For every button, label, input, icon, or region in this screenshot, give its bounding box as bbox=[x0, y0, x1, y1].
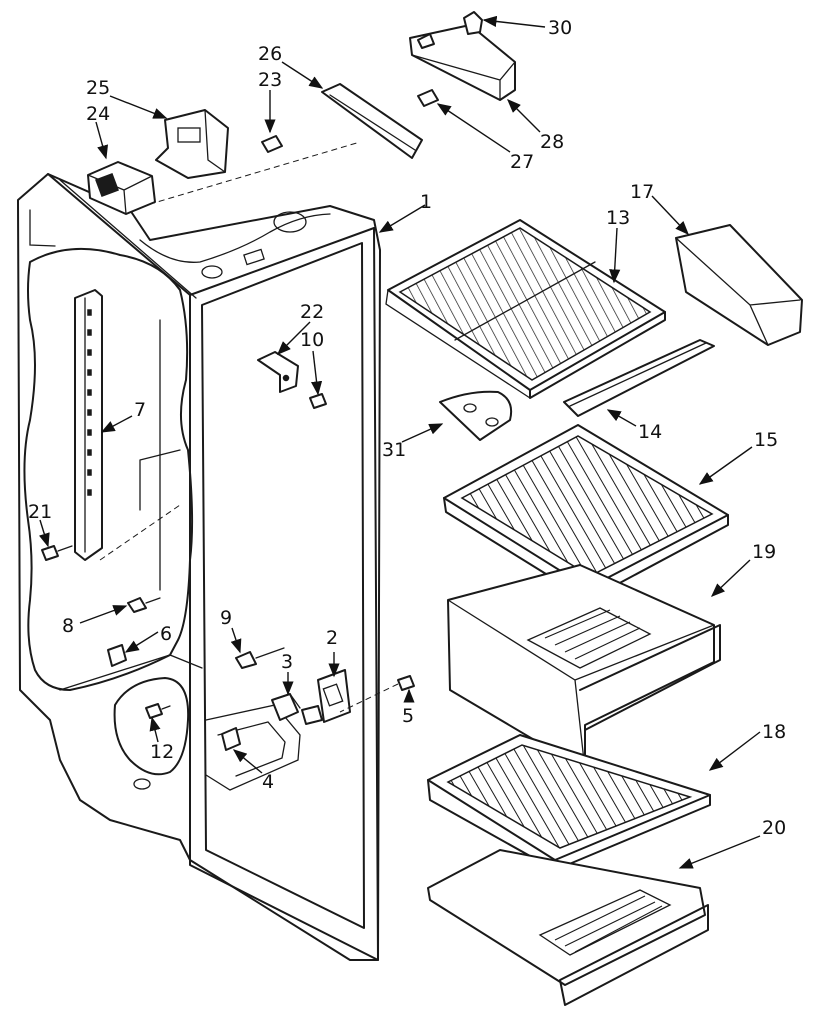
light-shield-25 bbox=[155, 109, 229, 179]
callout-28: 28 bbox=[540, 131, 564, 153]
light-socket-bracket-28 bbox=[409, 24, 516, 101]
callout-3: 3 bbox=[281, 651, 293, 673]
callout-12: 12 bbox=[150, 741, 174, 763]
screw-12 bbox=[145, 703, 171, 719]
callout-18: 18 bbox=[762, 721, 786, 743]
callout-15: 15 bbox=[754, 429, 778, 451]
callout-5: 5 bbox=[402, 705, 414, 727]
light-socket-30 bbox=[463, 11, 483, 35]
screw-9 bbox=[235, 647, 285, 669]
callout-6: 6 bbox=[160, 623, 172, 645]
callout-19: 19 bbox=[752, 541, 776, 563]
crisper-cover-18 bbox=[427, 734, 711, 871]
callout-21: 21 bbox=[28, 501, 52, 523]
meat-drawer-20 bbox=[427, 849, 709, 1006]
screw-23 bbox=[261, 135, 283, 153]
clip-6 bbox=[107, 644, 127, 667]
callout-24: 24 bbox=[86, 103, 110, 125]
callout-26: 26 bbox=[258, 43, 282, 65]
shelf-divider-14 bbox=[563, 339, 715, 417]
callout-25: 25 bbox=[86, 77, 110, 99]
callout-13: 13 bbox=[606, 207, 630, 229]
screw-10 bbox=[309, 393, 327, 409]
callout-1: 1 bbox=[420, 191, 432, 213]
screw-8 bbox=[127, 597, 161, 613]
hinge-bracket-3 bbox=[271, 693, 301, 721]
callout-30: 30 bbox=[548, 17, 572, 39]
door-bin-17 bbox=[675, 224, 803, 346]
callout-labels: 1 2 3 4 5 6 7 8 9 10 12 13 14 15 17 18 1… bbox=[28, 17, 786, 839]
callout-8: 8 bbox=[62, 615, 74, 637]
callout-2: 2 bbox=[326, 627, 338, 649]
light-bracket-26 bbox=[321, 83, 423, 159]
refrigerator-cabinet bbox=[17, 141, 381, 961]
callout-17: 17 bbox=[630, 181, 654, 203]
callout-14: 14 bbox=[638, 421, 662, 443]
crisper-drawer-19 bbox=[447, 564, 721, 771]
callout-22: 22 bbox=[300, 301, 324, 323]
bracket-22 bbox=[257, 351, 299, 393]
callout-20: 20 bbox=[762, 817, 786, 839]
callout-leaders bbox=[38, 15, 761, 869]
light-housing-24 bbox=[87, 161, 156, 215]
screw-5 bbox=[339, 675, 415, 713]
callout-9: 9 bbox=[220, 607, 232, 629]
wire-shelf-13 bbox=[385, 219, 666, 399]
shelf-support-31 bbox=[439, 390, 513, 441]
callout-4: 4 bbox=[262, 771, 274, 793]
clip-4 bbox=[221, 727, 241, 751]
hinge-2 bbox=[301, 669, 351, 725]
callout-10: 10 bbox=[300, 329, 324, 351]
screw-21 bbox=[41, 545, 73, 561]
callout-31: 31 bbox=[382, 439, 406, 461]
callout-7: 7 bbox=[134, 399, 146, 421]
glass-shelf-15 bbox=[443, 424, 729, 601]
shelf-ladder-rail bbox=[74, 289, 103, 561]
callout-27: 27 bbox=[510, 151, 534, 173]
callout-23: 23 bbox=[258, 69, 282, 91]
screw-27 bbox=[417, 89, 439, 107]
